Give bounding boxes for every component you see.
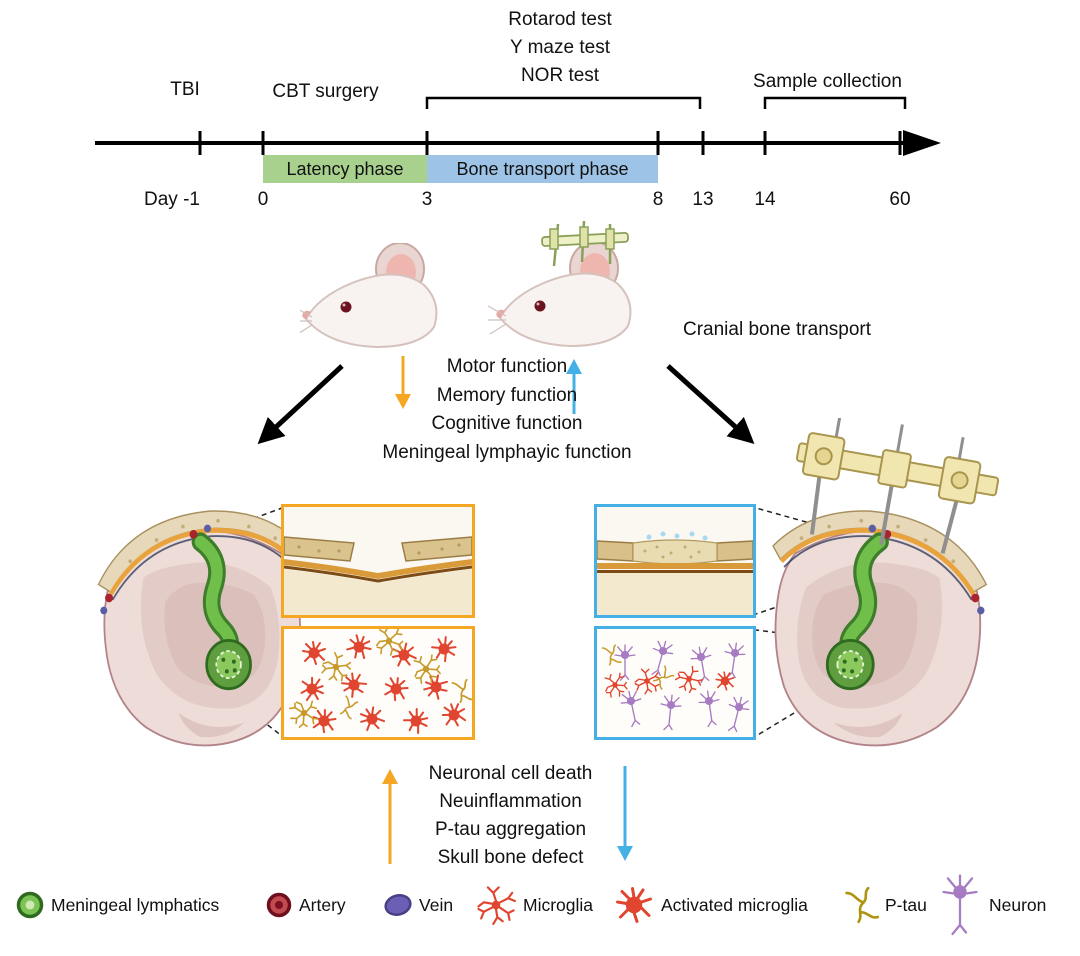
- neuroinflammation-label: Neuinflammation: [439, 791, 582, 812]
- functions-list: Motor function Memory function Cognitive…: [382, 353, 632, 467]
- day-0-label: 0: [257, 189, 269, 210]
- ptau-icon: [845, 886, 880, 924]
- legend-label: Neuron: [989, 894, 1047, 915]
- neuron-recovery-inset: [594, 626, 756, 740]
- timeline-axis: [95, 130, 941, 156]
- legend-item-meningeal-lymphatics: Meningeal lymphatics: [14, 872, 219, 938]
- legend-item-artery: Artery: [264, 872, 346, 938]
- arrow-to-cbt-brain: [666, 364, 755, 445]
- legend-item-ptau: P-tau: [842, 872, 927, 938]
- cognitive-function-label: Cognitive function: [431, 413, 583, 434]
- outcomes-list: Neuronal cell death Neuinflammation P-ta…: [398, 760, 623, 872]
- artery-icon: [266, 892, 292, 918]
- day-60-label: 60: [889, 189, 911, 210]
- legend-label: Activated microglia: [661, 894, 808, 915]
- activated-microglia-icon: [616, 887, 652, 923]
- day-minus1-label: Day -1: [144, 189, 200, 210]
- legend-item-microglia: Microglia: [474, 872, 593, 938]
- bone-transport-phase-label: Bone transport phase: [456, 158, 629, 179]
- legend-label: Microglia: [523, 894, 594, 915]
- neuron-icon: [942, 874, 978, 936]
- tbi-label: TBI: [170, 79, 200, 100]
- neuron-field: [599, 638, 752, 735]
- bone-transport-phase-box: Bone transport phase: [427, 155, 658, 183]
- latency-phase-box: Latency phase: [263, 155, 427, 183]
- arrow-to-tbi-brain: [257, 364, 344, 445]
- healed-skull-closeup: [597, 507, 753, 615]
- motor-function-label: Motor function: [446, 356, 568, 377]
- day-13-label: 13: [692, 189, 714, 210]
- y-maze-test-label: Y maze test: [510, 37, 610, 58]
- legend-label: P-tau: [885, 894, 927, 915]
- activated-microglia-field: [284, 629, 472, 737]
- cbt-rat-illustration: [488, 220, 632, 347]
- legend-item-activated-microglia: Activated microglia: [612, 872, 808, 938]
- bone-regeneration-inset: [594, 504, 756, 618]
- meningeal-lymphatic-function-label: Meningeal lymphayic function: [382, 441, 632, 463]
- cbt-frame-icon: [541, 220, 629, 267]
- neuroinflammation-inset: [281, 626, 475, 740]
- legend-item-neuron: Neuron: [936, 872, 1046, 938]
- legend-label: Artery: [299, 894, 346, 915]
- latency-phase-label: Latency phase: [286, 158, 404, 179]
- day-14-label: 14: [754, 189, 776, 210]
- skull-defect-closeup: [284, 507, 472, 615]
- ptau-aggregation-label: P-tau aggregation: [434, 819, 587, 840]
- tbi-rat-illustration: [300, 243, 438, 348]
- neuronal-cell-death-label: Neuronal cell death: [428, 763, 593, 784]
- behavior-tests-label: Rotarod test Y maze test NOR test: [450, 6, 670, 90]
- legend-label: Vein: [419, 894, 454, 915]
- nor-test-label: NOR test: [520, 65, 600, 86]
- skull-defect-inset: [281, 504, 475, 618]
- sample-collection-label: Sample collection: [753, 71, 902, 92]
- day-3-label: 3: [421, 189, 433, 210]
- day-8-label: 8: [652, 189, 664, 210]
- cranial-bone-transport-label: Cranial bone transport: [683, 319, 871, 340]
- sample-collection-bracket: [763, 96, 907, 109]
- microglia-icon: [477, 886, 516, 925]
- meningeal-lymphatics-icon: [16, 891, 44, 919]
- legend-item-vein: Vein: [382, 872, 453, 938]
- cbt-surgery-label: CBT surgery: [272, 81, 379, 102]
- rotarod-test-label: Rotarod test: [508, 9, 612, 30]
- external-fixator-illustration: [795, 418, 1000, 554]
- vein-icon: [384, 894, 412, 916]
- legend-label: Meningeal lymphatics: [51, 894, 220, 915]
- memory-function-label: Memory function: [436, 384, 578, 406]
- behavior-tests-bracket: [425, 96, 702, 109]
- skull-bone-defect-label: Skull bone defect: [437, 847, 584, 868]
